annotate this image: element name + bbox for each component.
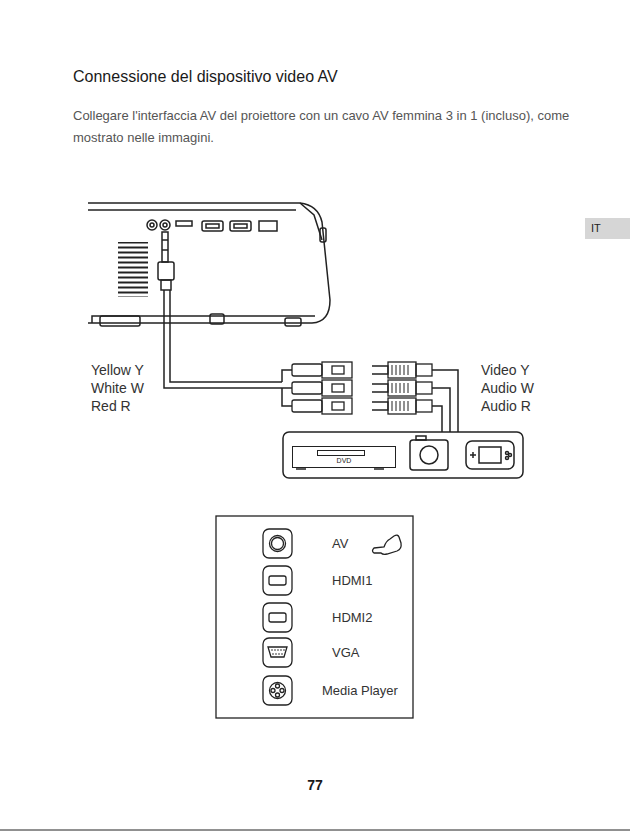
language-tab: IT [585, 218, 630, 239]
page-number: 77 [0, 776, 630, 794]
wire-label: Yellow Y [91, 361, 144, 379]
wire-label: White W [91, 379, 144, 397]
body-text: Collegare l'interfaccia AV del proiettor… [73, 105, 583, 149]
menu-item: Media Player [322, 682, 398, 700]
signal-label: Audio R [481, 397, 531, 415]
source-devices [283, 432, 523, 478]
vent [118, 242, 148, 297]
language-tab-text: IT [591, 220, 630, 236]
menu-item: VGA [332, 644, 359, 662]
wire-label: Red R [91, 397, 131, 415]
menu-item: AV [332, 535, 348, 553]
menu-item: HDMI1 [332, 572, 372, 590]
rca-connectors [292, 362, 432, 414]
connector-ridges [392, 365, 408, 411]
dvd-player-text: DVD [293, 457, 395, 465]
projector [88, 203, 330, 326]
menu-item: HDMI2 [332, 609, 372, 627]
source-menu [216, 516, 413, 718]
vga-pins [271, 649, 285, 655]
signal-label: Video Y [481, 361, 530, 379]
dvd-slot [317, 450, 365, 456]
signal-label: Audio W [481, 379, 534, 397]
dvd-player: DVD [292, 446, 396, 468]
av-plug [158, 232, 174, 290]
page-rule [0, 830, 630, 831]
cables [164, 290, 458, 432]
page-title: Connessione del dispositivo video AV [73, 68, 338, 86]
